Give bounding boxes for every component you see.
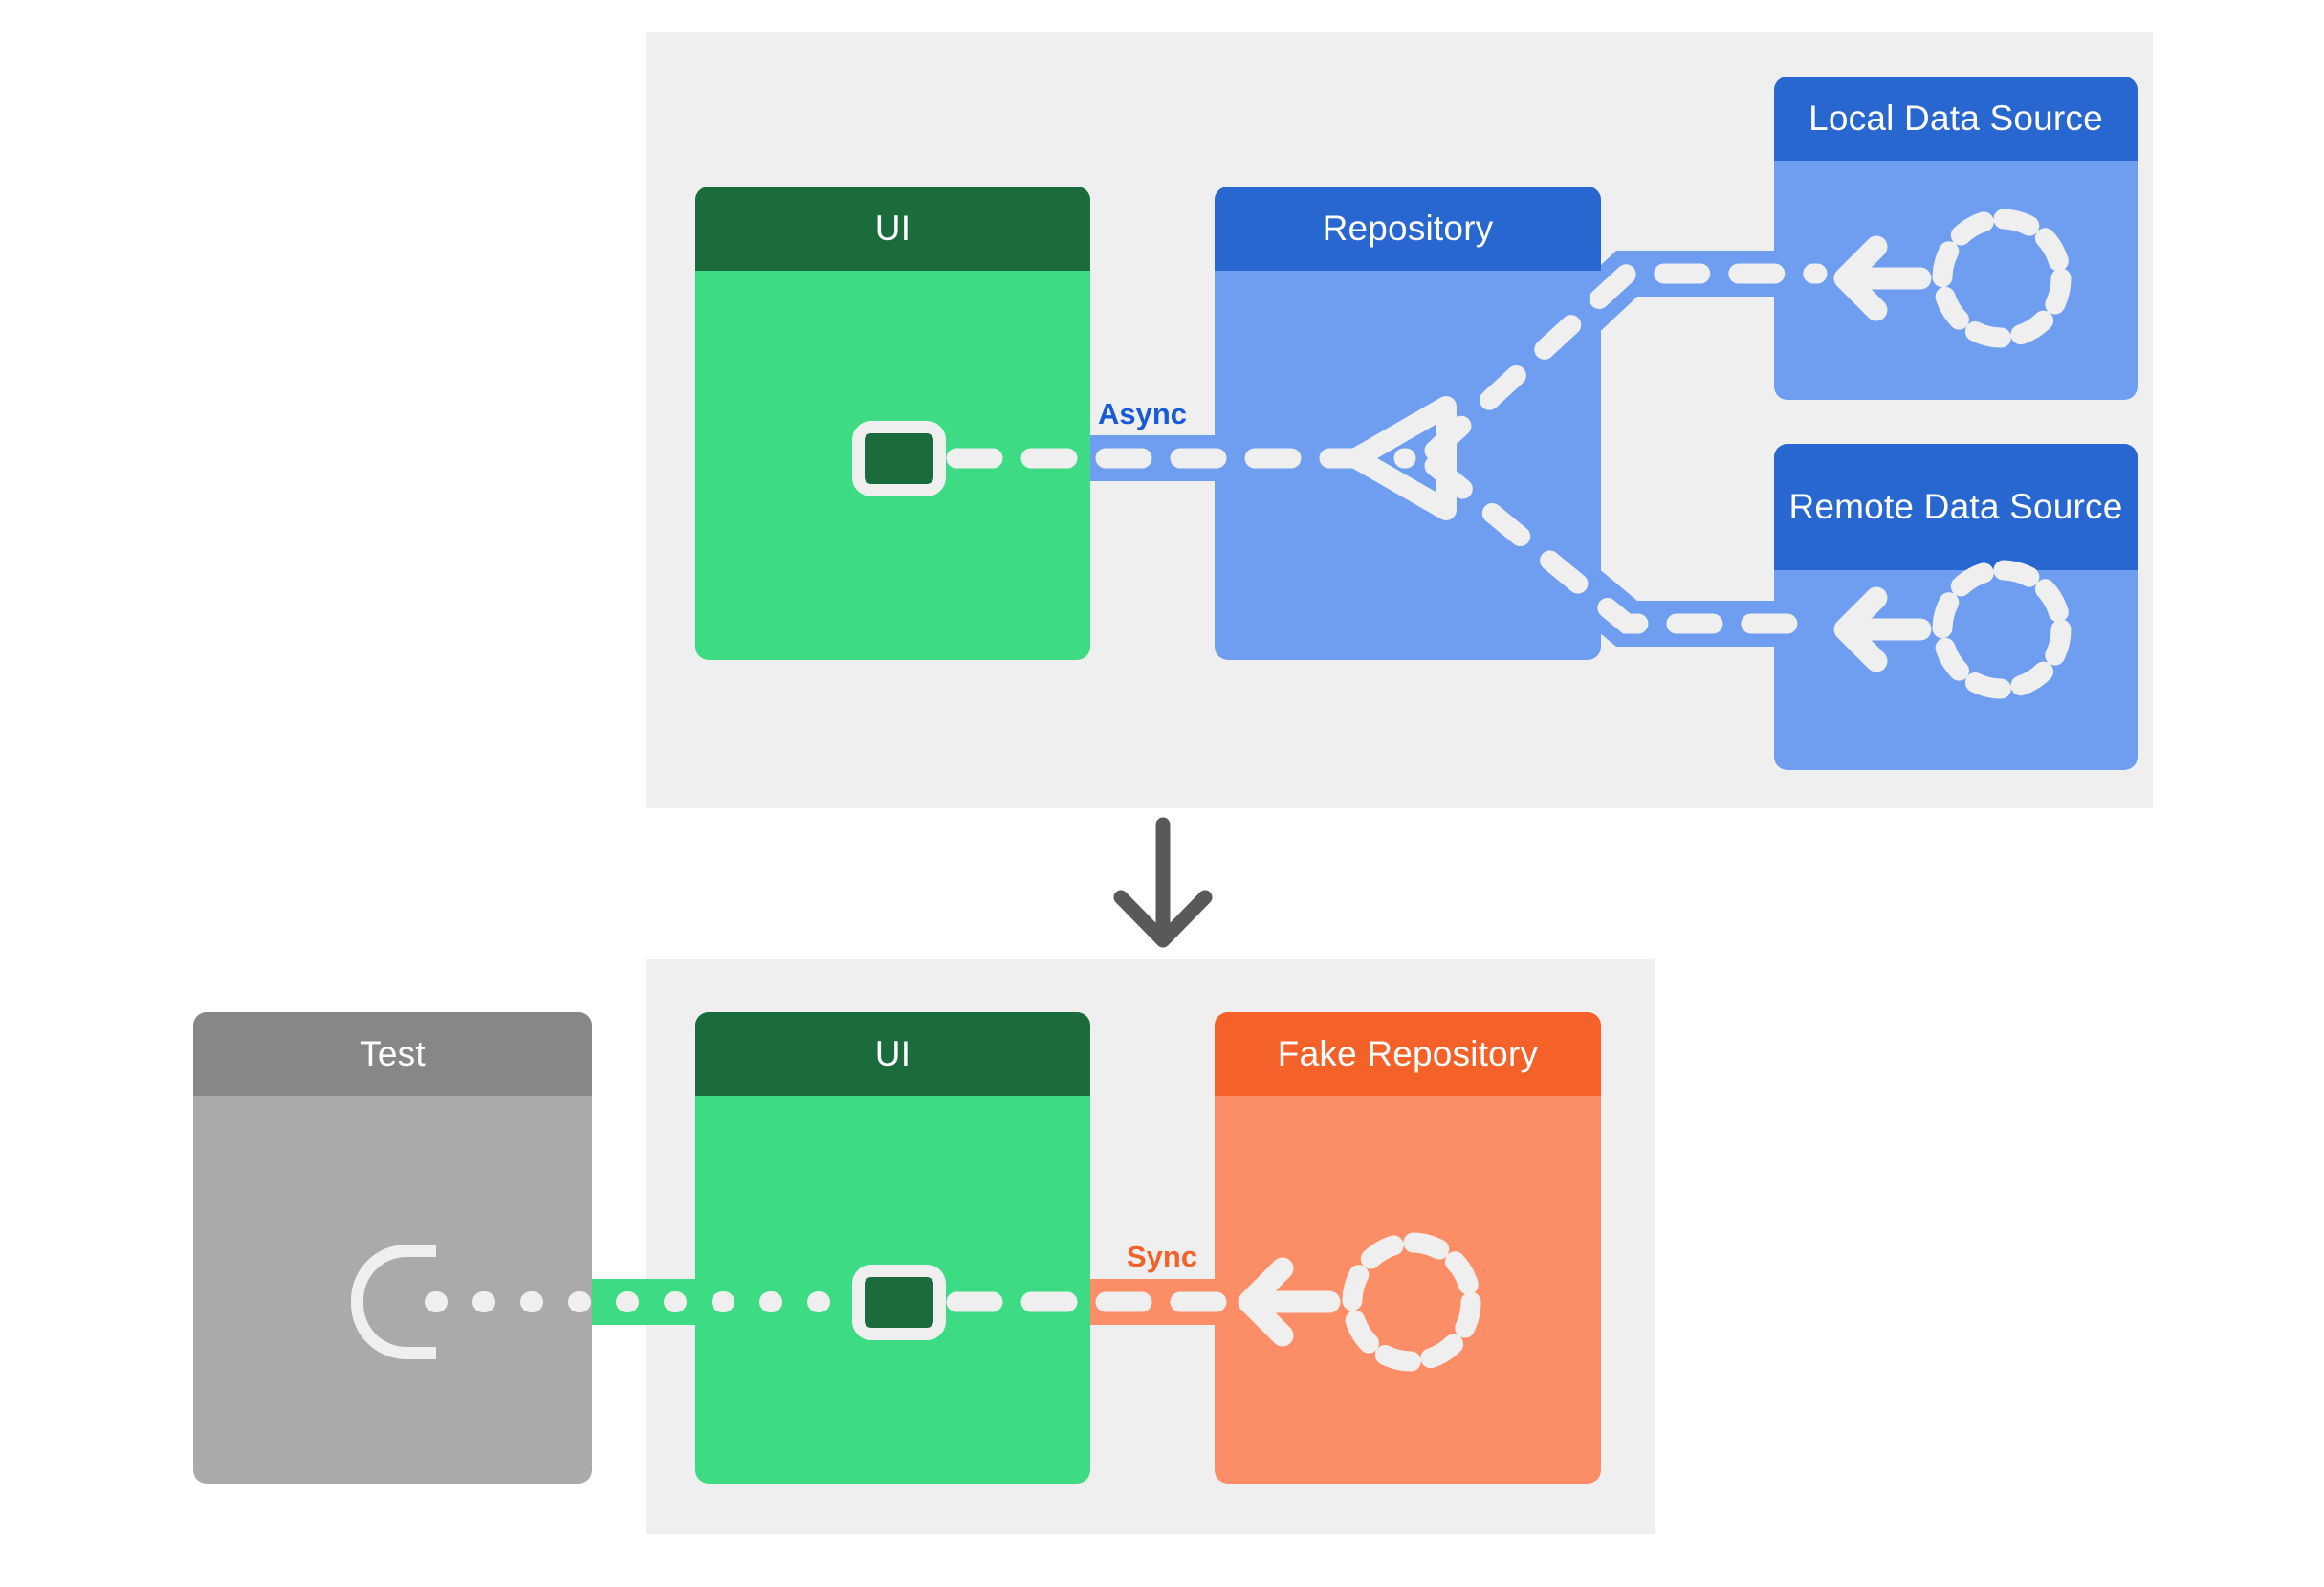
- card-fake-repository-body: [1215, 1096, 1601, 1484]
- card-ui-production-title: UI: [695, 187, 1090, 271]
- card-fake-repository-title: Fake Repository: [1215, 1012, 1601, 1096]
- edge-label-async: Async: [1098, 397, 1188, 430]
- edge-label-sync: Sync: [1127, 1240, 1198, 1273]
- card-remote-data-source[interactable]: Remote Data Source: [1774, 444, 2138, 770]
- card-local-data-source-title: Local Data Source: [1774, 77, 2138, 161]
- card-repository-body: [1215, 271, 1601, 660]
- card-repository[interactable]: Repository: [1215, 187, 1601, 660]
- card-remote-data-source-title: Remote Data Source: [1774, 444, 2138, 570]
- card-local-data-source[interactable]: Local Data Source: [1774, 77, 2138, 400]
- card-repository-title: Repository: [1215, 187, 1601, 271]
- provided-interface-square-icon-ui-test: [852, 1265, 946, 1340]
- card-remote-data-source-body: [1774, 570, 2138, 770]
- card-test-title: Test: [193, 1012, 592, 1096]
- card-fake-repository[interactable]: Fake Repository: [1215, 1012, 1601, 1484]
- arrow-down-icon: [1113, 817, 1213, 948]
- card-ui-test-title: UI: [695, 1012, 1090, 1096]
- provided-interface-square-icon-ui-production: [852, 421, 946, 496]
- card-ui-test[interactable]: UI: [695, 1012, 1090, 1484]
- card-local-data-source-body: [1774, 161, 2138, 400]
